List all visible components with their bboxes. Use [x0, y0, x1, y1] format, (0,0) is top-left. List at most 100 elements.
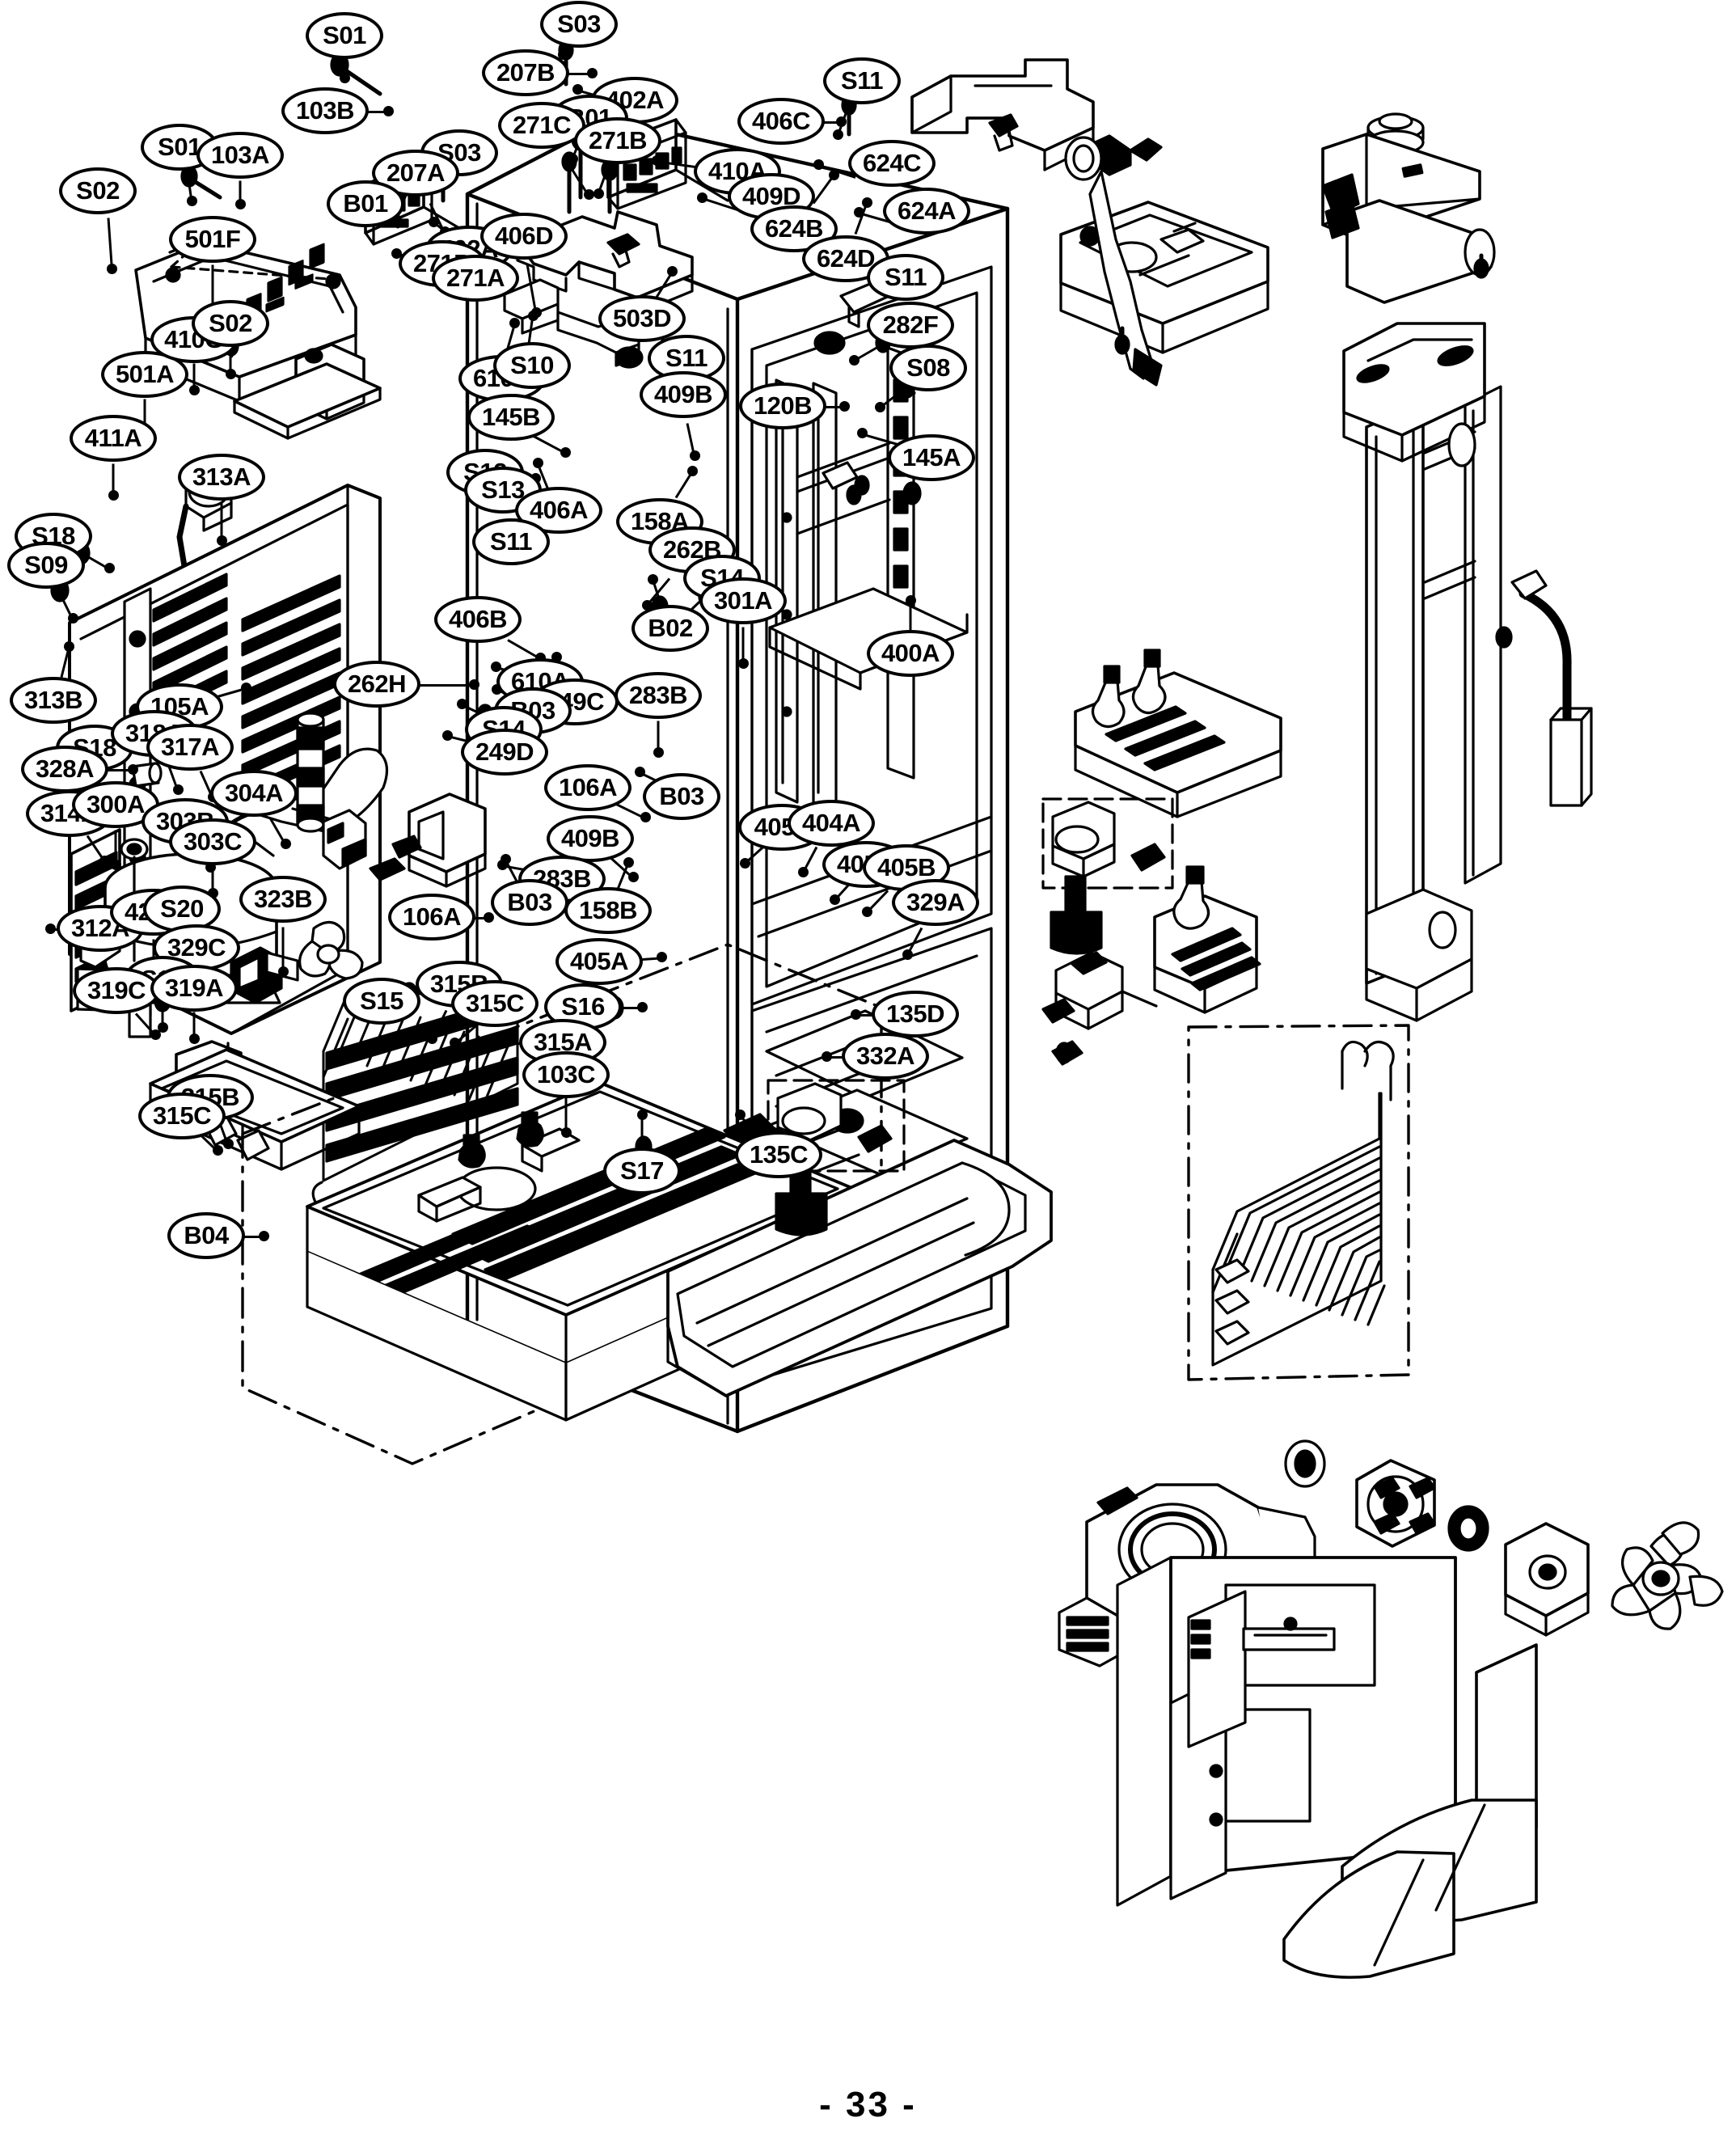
callout-271b[interactable]: 271B [574, 117, 661, 164]
callout-283b[interactable]: 283B [615, 672, 702, 719]
callout-leader-dot [640, 812, 651, 823]
callout-624a[interactable]: 624A [883, 188, 970, 235]
callout-s11[interactable]: S11 [867, 254, 944, 301]
callout-s01[interactable]: S01 [306, 12, 383, 59]
callout-b04[interactable]: B04 [167, 1212, 245, 1259]
callout-135d[interactable]: 135D [872, 991, 959, 1038]
callout-406b[interactable]: 406B [434, 596, 522, 643]
callout-207b[interactable]: 207B [482, 49, 569, 96]
callout-b03[interactable]: B03 [491, 879, 568, 926]
callout-319a[interactable]: 319A [150, 965, 238, 1012]
callout-323b[interactable]: 323B [239, 876, 327, 923]
callout-300a[interactable]: 300A [72, 781, 159, 828]
callout-s15[interactable]: S15 [343, 978, 420, 1025]
callout-leader-dot [383, 106, 394, 116]
callout-313a[interactable]: 313A [178, 454, 265, 501]
callout-b02[interactable]: B02 [631, 605, 709, 652]
callout-leader-dot [457, 698, 468, 709]
callout-leader-dot [583, 189, 594, 201]
callout-249d[interactable]: 249D [461, 729, 548, 776]
callout-leader-dot [627, 872, 639, 883]
callout-leader-dot [861, 197, 872, 209]
callout-404a[interactable]: 404A [788, 800, 875, 847]
callout-501f[interactable]: 501F [169, 216, 256, 263]
callout-332a[interactable]: 332A [842, 1033, 929, 1080]
callout-145a[interactable]: 145A [888, 434, 975, 481]
callout-leader-dot [833, 129, 844, 140]
callout-leader-dot [861, 907, 872, 918]
callout-s08[interactable]: S08 [889, 344, 967, 391]
callout-leader-dot [637, 1002, 648, 1012]
callout-103b[interactable]: 103B [281, 87, 369, 134]
callout-s10[interactable]: S10 [493, 342, 571, 389]
callout-120b[interactable]: 120B [739, 383, 826, 429]
callout-leader-dot [822, 1051, 832, 1062]
callout-301a[interactable]: 301A [699, 577, 787, 624]
callout-400a[interactable]: 400A [867, 630, 954, 677]
callout-leader-dot [442, 729, 454, 741]
callout-317a[interactable]: 317A [146, 724, 234, 771]
callout-s09[interactable]: S09 [7, 542, 85, 589]
callout-leader-dot [235, 199, 246, 209]
callout-leader-dot [572, 84, 584, 95]
callout-106a[interactable]: 106A [544, 764, 631, 811]
callout-282f[interactable]: 282F [867, 302, 954, 349]
callout-313b[interactable]: 313B [10, 677, 97, 724]
callout-315c[interactable]: 315C [138, 1093, 226, 1139]
callout-leader-dot [500, 853, 511, 864]
callout-leader-dot [587, 68, 598, 78]
callout-303c[interactable]: 303C [169, 818, 256, 865]
callout-leader-dot [902, 949, 914, 960]
callout-leader-dot [226, 369, 236, 379]
callout-329a[interactable]: 329A [892, 879, 979, 926]
callout-406c[interactable]: 406C [737, 98, 825, 145]
callout-leader-dot [150, 1029, 162, 1040]
callout-315c[interactable]: 315C [451, 980, 539, 1027]
callout-leader-dot [259, 1231, 269, 1241]
callout-409b[interactable]: 409B [640, 371, 727, 418]
callout-leader-dot [498, 1038, 509, 1048]
callout-145b[interactable]: 145B [467, 394, 555, 441]
callout-103a[interactable]: 103A [196, 132, 284, 179]
callout-207a[interactable]: 207A [372, 150, 459, 197]
callout-leader-dot [491, 661, 502, 672]
callout-411a[interactable]: 411A [70, 415, 157, 462]
callout-leader-line [613, 1007, 642, 1009]
callout-624c[interactable]: 624C [848, 140, 936, 187]
callout-leader-dot [851, 1009, 861, 1020]
callout-271a[interactable]: 271A [432, 255, 519, 302]
callout-304a[interactable]: 304A [210, 770, 298, 817]
callout-b03[interactable]: B03 [643, 773, 720, 820]
callout-s13[interactable]: S13 [464, 467, 542, 514]
callout-319c[interactable]: 319C [73, 967, 160, 1014]
callout-262h[interactable]: 262H [333, 661, 420, 708]
callout-leader-line [820, 121, 841, 124]
callout-503d[interactable]: 503D [598, 295, 686, 342]
callout-271c[interactable]: 271C [498, 102, 585, 149]
callout-leader-dot [656, 952, 667, 963]
callout-405a[interactable]: 405A [555, 938, 643, 985]
callout-b01[interactable]: B01 [327, 180, 404, 227]
callout-leader-dot [241, 682, 252, 693]
callout-leader-dot [107, 263, 118, 274]
callout-s11[interactable]: S11 [472, 518, 550, 565]
callout-leader-dot [391, 247, 403, 259]
callout-s02[interactable]: S02 [192, 300, 269, 347]
page-top-cut-text [0, 0, 1736, 11]
callout-leader-line [564, 73, 592, 75]
callout-409b[interactable]: 409B [547, 815, 634, 862]
callout-106a[interactable]: 106A [388, 894, 475, 940]
callout-406a[interactable]: 406A [515, 487, 602, 534]
callout-135c[interactable]: 135C [735, 1131, 822, 1178]
callout-s02[interactable]: S02 [59, 167, 137, 214]
callout-103c[interactable]: 103C [522, 1051, 610, 1098]
callout-s11[interactable]: S11 [823, 57, 901, 104]
callout-leader-dot [558, 49, 569, 60]
callout-s03[interactable]: S03 [540, 1, 618, 48]
callout-leader-dot [697, 192, 708, 203]
callout-406d[interactable]: 406D [480, 213, 568, 260]
callout-158b[interactable]: 158B [564, 887, 652, 934]
callout-leader-dot [527, 311, 539, 322]
callout-s17[interactable]: S17 [603, 1148, 681, 1194]
